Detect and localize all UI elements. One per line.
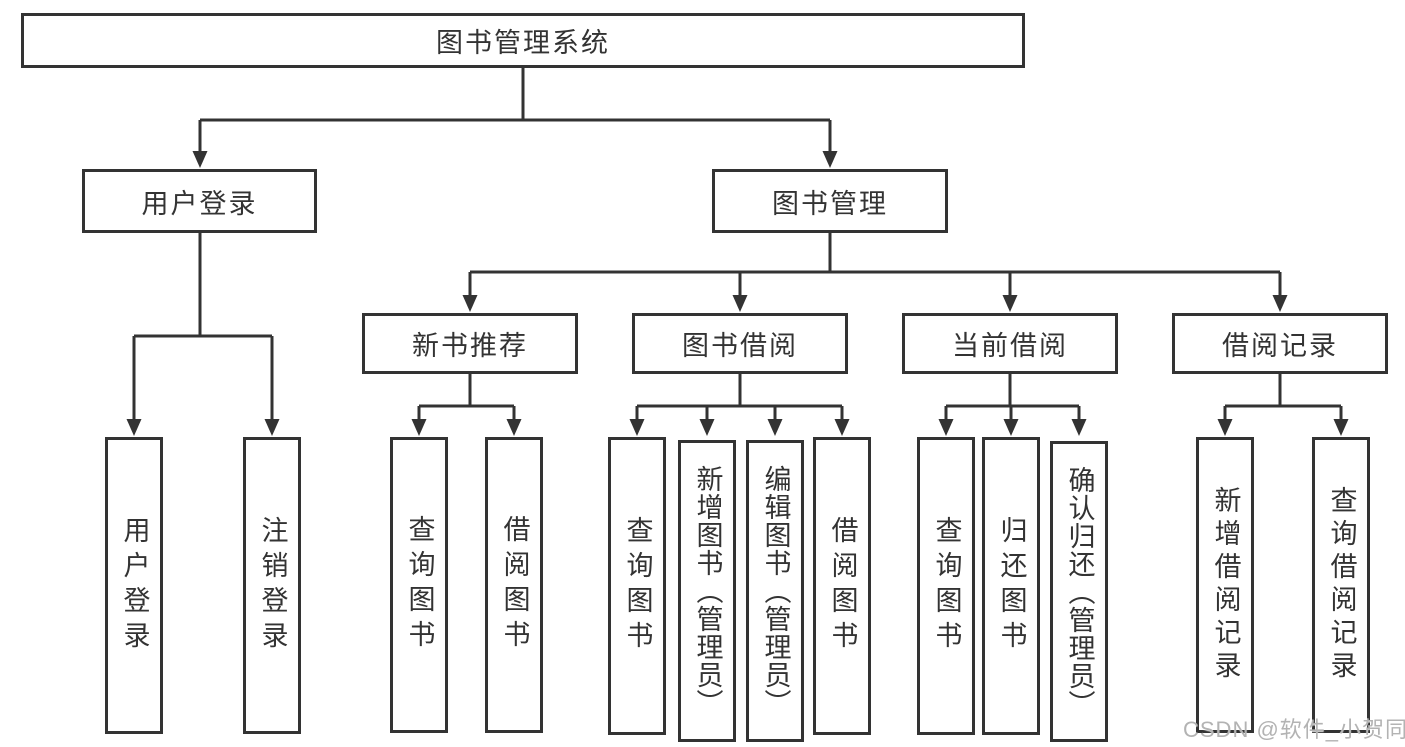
connector-user-login-children xyxy=(126,233,280,436)
node-confirm-return-admin: 确认归还（管理员） xyxy=(1050,441,1108,742)
connector-line xyxy=(635,374,844,421)
watermark: CSDN @软件_小贺同学 xyxy=(1183,717,1405,742)
arrow-down xyxy=(264,419,280,436)
arrow-down xyxy=(1071,419,1087,436)
node-label: 确认归还（管理员） xyxy=(1064,465,1095,718)
node-borrow-books: 借阅图书 xyxy=(813,437,871,735)
arrow-down xyxy=(767,419,783,436)
node-borrow-books: 借阅图书 xyxy=(485,437,543,733)
node-label: 归还图书 xyxy=(996,516,1027,656)
node-user-login-leaf: 用户登录 xyxy=(105,437,163,734)
node-label: 新书推荐 xyxy=(412,331,528,361)
node-label: 用户登录 xyxy=(119,515,150,656)
arrow-down xyxy=(411,419,427,436)
connector-new-book-recommend-children xyxy=(411,374,522,436)
node-new-book-recommend: 新书推荐 xyxy=(362,313,578,374)
node-label: 新增借阅记录 xyxy=(1210,486,1241,684)
arrow-down xyxy=(1002,295,1018,312)
arrow-down xyxy=(506,419,522,436)
node-label: 当前借阅 xyxy=(952,331,1068,361)
node-label: 图书借阅 xyxy=(682,331,798,361)
node-label: 查询借阅记录 xyxy=(1326,486,1357,684)
node-label: 查询图书 xyxy=(404,515,435,655)
node-label: 查询图书 xyxy=(931,516,962,656)
node-book-management: 图书管理 xyxy=(712,169,948,233)
node-label: 图书管理 xyxy=(772,188,888,219)
connector-line xyxy=(198,68,832,154)
node-return-books: 归还图书 xyxy=(982,437,1040,735)
connector-book-borrow-children xyxy=(629,374,850,436)
node-label: 图书管理系统 xyxy=(436,28,610,58)
connector-borrow-records-children xyxy=(1217,374,1349,436)
node-label: 借阅记录 xyxy=(1222,331,1338,361)
arrow-down xyxy=(126,419,142,436)
node-label: 借阅图书 xyxy=(499,515,530,655)
node-book-management-system: 图书管理系统 xyxy=(21,13,1025,68)
node-current-borrow: 当前借阅 xyxy=(902,313,1118,374)
arrow-down xyxy=(732,295,748,312)
node-label: 编辑图书（管理员） xyxy=(760,465,791,717)
node-query-books: 查询图书 xyxy=(917,437,975,735)
node-book-borrow: 图书借阅 xyxy=(632,313,848,374)
connector-root-to-level2 xyxy=(192,68,838,168)
connector-line xyxy=(132,233,274,421)
node-query-books: 查询图书 xyxy=(608,437,666,735)
node-label: 借阅图书 xyxy=(827,516,858,656)
arrow-down xyxy=(1003,419,1019,436)
connector-line xyxy=(944,374,1081,421)
arrow-down xyxy=(1217,419,1233,436)
arrow-down xyxy=(699,419,715,436)
arrow-down xyxy=(1272,295,1288,312)
connector-line xyxy=(1223,374,1343,421)
arrow-down xyxy=(462,295,478,312)
arrow-down xyxy=(1333,419,1349,436)
node-logout: 注销登录 xyxy=(243,437,301,734)
node-label: 用户登录 xyxy=(141,188,258,219)
connector-current-borrow-children xyxy=(938,374,1087,436)
arrow-down xyxy=(629,419,645,436)
node-add-books-admin: 新增图书（管理员） xyxy=(678,440,736,742)
node-add-borrow-record: 新增借阅记录 xyxy=(1196,437,1254,733)
connector-line xyxy=(417,374,516,421)
arrow-down xyxy=(192,151,208,168)
node-label: 注销登录 xyxy=(257,515,288,656)
node-label: 新增图书（管理员） xyxy=(692,465,723,717)
node-edit-books-admin: 编辑图书（管理员） xyxy=(746,440,804,742)
arrow-down xyxy=(834,419,850,436)
arrow-down xyxy=(938,419,954,436)
node-user-login: 用户登录 xyxy=(82,169,317,233)
connector-book-management-to-level3 xyxy=(462,233,1288,312)
node-borrow-records: 借阅记录 xyxy=(1172,313,1388,374)
connector-line xyxy=(468,233,1282,298)
node-query-books: 查询图书 xyxy=(390,437,448,733)
node-query-borrow-record: 查询借阅记录 xyxy=(1312,437,1370,733)
arrow-down xyxy=(822,151,838,168)
node-label: 查询图书 xyxy=(622,516,653,656)
